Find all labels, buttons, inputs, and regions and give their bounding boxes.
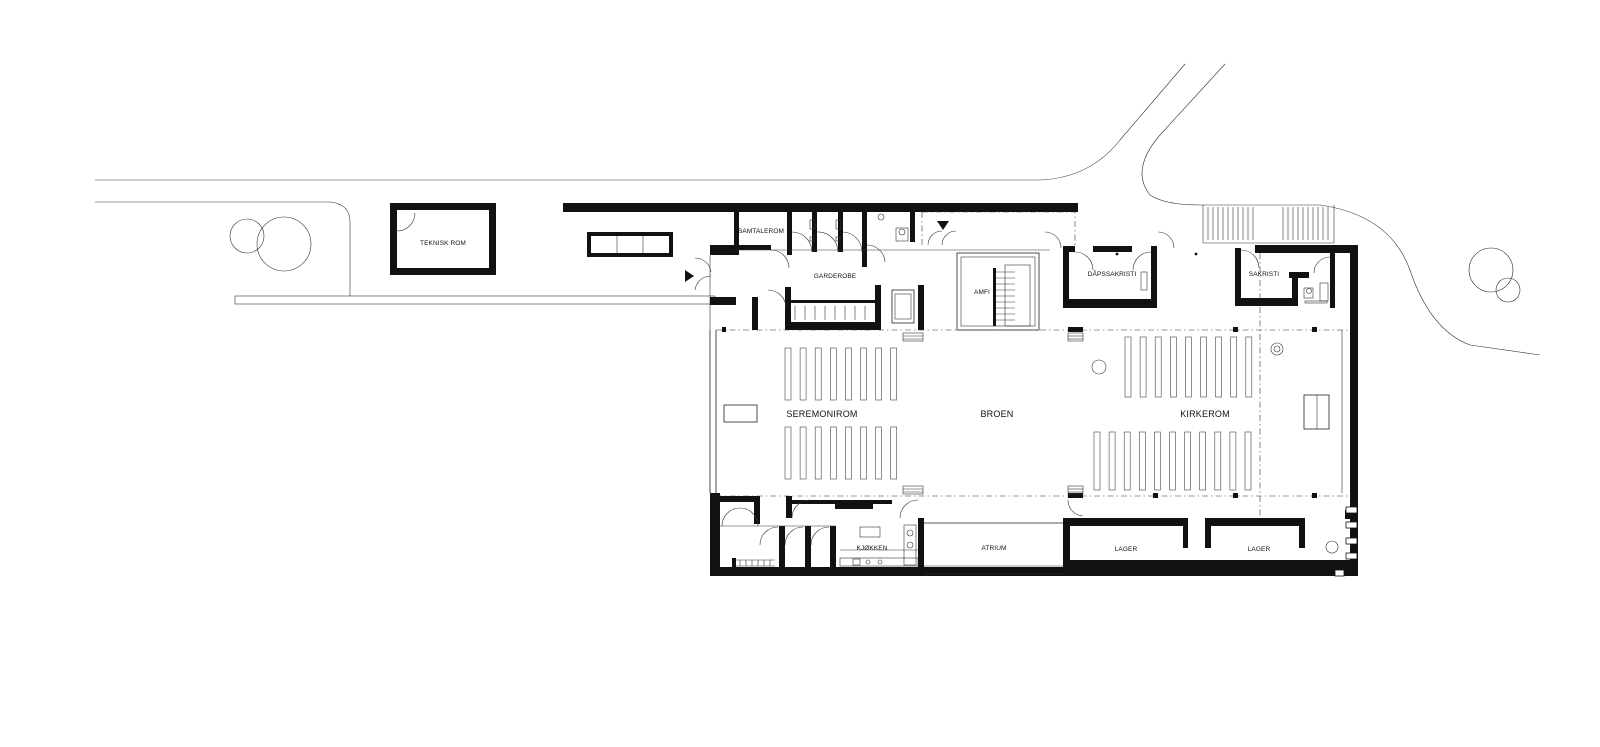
room-label-seremonirom: SEREMONIROM xyxy=(786,409,857,419)
broen-column xyxy=(1091,359,1107,375)
room-label-teknisk-rom: TEKNISK ROM xyxy=(420,240,466,247)
pew xyxy=(1200,336,1207,398)
room-label-broen: BROEN xyxy=(980,409,1013,419)
room-label-samtalerom: SAMTALEROM xyxy=(738,228,784,235)
north-steps xyxy=(1202,205,1335,244)
pew xyxy=(890,347,898,401)
pew xyxy=(799,347,807,401)
pew xyxy=(1214,431,1222,491)
canopy-wall xyxy=(563,203,1078,212)
room-label-amfi: AMFI xyxy=(974,289,990,296)
dapssakristi-room xyxy=(1063,246,1157,308)
entrance-arrow-icon xyxy=(937,221,949,230)
pew xyxy=(829,347,837,401)
lager-column xyxy=(1325,540,1339,554)
structural-grid xyxy=(716,253,1350,518)
pew xyxy=(1139,336,1147,398)
room-label-atrium: ATRIUM xyxy=(981,545,1006,552)
pew xyxy=(1170,336,1177,398)
entrance-arrow-icon xyxy=(685,270,694,282)
main-building-walls xyxy=(709,245,1358,577)
room-label-dapssakristi: DÅPSSAKRISTI xyxy=(1088,269,1137,278)
pew xyxy=(1093,431,1101,491)
room-label-garderobe: GARDEROBE xyxy=(814,273,857,280)
pew xyxy=(845,426,852,480)
pew xyxy=(875,426,882,480)
pew xyxy=(1169,431,1176,491)
room-label-lager-1: LAGER xyxy=(1115,546,1138,553)
seremonirom-altar xyxy=(723,404,758,423)
room-label-kjokken: KJØKKEN xyxy=(856,545,887,552)
room-label-kirkerom: KIRKEROM xyxy=(1180,409,1230,419)
pew xyxy=(845,347,852,401)
pew xyxy=(860,426,867,480)
tree-group-right xyxy=(1468,247,1521,303)
site-road xyxy=(95,63,1541,356)
south-service-block xyxy=(720,496,1084,571)
pew xyxy=(829,426,837,480)
broen-steps xyxy=(902,332,1084,495)
pew xyxy=(814,426,822,480)
pew xyxy=(1244,431,1252,491)
pew xyxy=(1154,336,1162,398)
seremonirom-pews xyxy=(784,347,898,480)
baptismal-font-icon xyxy=(1270,342,1284,356)
pew xyxy=(1124,336,1132,398)
pew xyxy=(814,347,822,401)
sakristi-room xyxy=(1235,248,1335,308)
pew xyxy=(1184,431,1191,491)
teknisk-rom-building xyxy=(390,203,496,275)
kirkerom-altar xyxy=(1303,394,1330,430)
pew xyxy=(1185,336,1192,398)
amfi-stair xyxy=(956,252,1040,331)
pew xyxy=(1245,336,1253,398)
pew xyxy=(799,426,807,480)
pew xyxy=(1215,336,1222,398)
pew xyxy=(860,347,867,401)
room-label-sakristi: SAKRISTI xyxy=(1249,271,1280,278)
pew xyxy=(890,426,898,480)
tree-group-left xyxy=(229,216,312,272)
room-label-lager-2: LAGER xyxy=(1248,546,1271,553)
outdoor-bench xyxy=(587,232,673,257)
pew xyxy=(1229,431,1237,491)
pew xyxy=(1230,336,1237,398)
kirkerom-pews xyxy=(1093,336,1253,491)
atrium-area xyxy=(924,522,1063,575)
pew xyxy=(784,347,792,401)
north-doors xyxy=(1044,231,1198,256)
north-service-block xyxy=(694,212,1050,330)
pew xyxy=(1123,431,1131,491)
pew xyxy=(1154,431,1161,491)
pew xyxy=(875,347,882,401)
pew xyxy=(1139,431,1146,491)
pew xyxy=(1199,431,1206,491)
pew xyxy=(1108,431,1116,491)
pew xyxy=(784,426,792,480)
